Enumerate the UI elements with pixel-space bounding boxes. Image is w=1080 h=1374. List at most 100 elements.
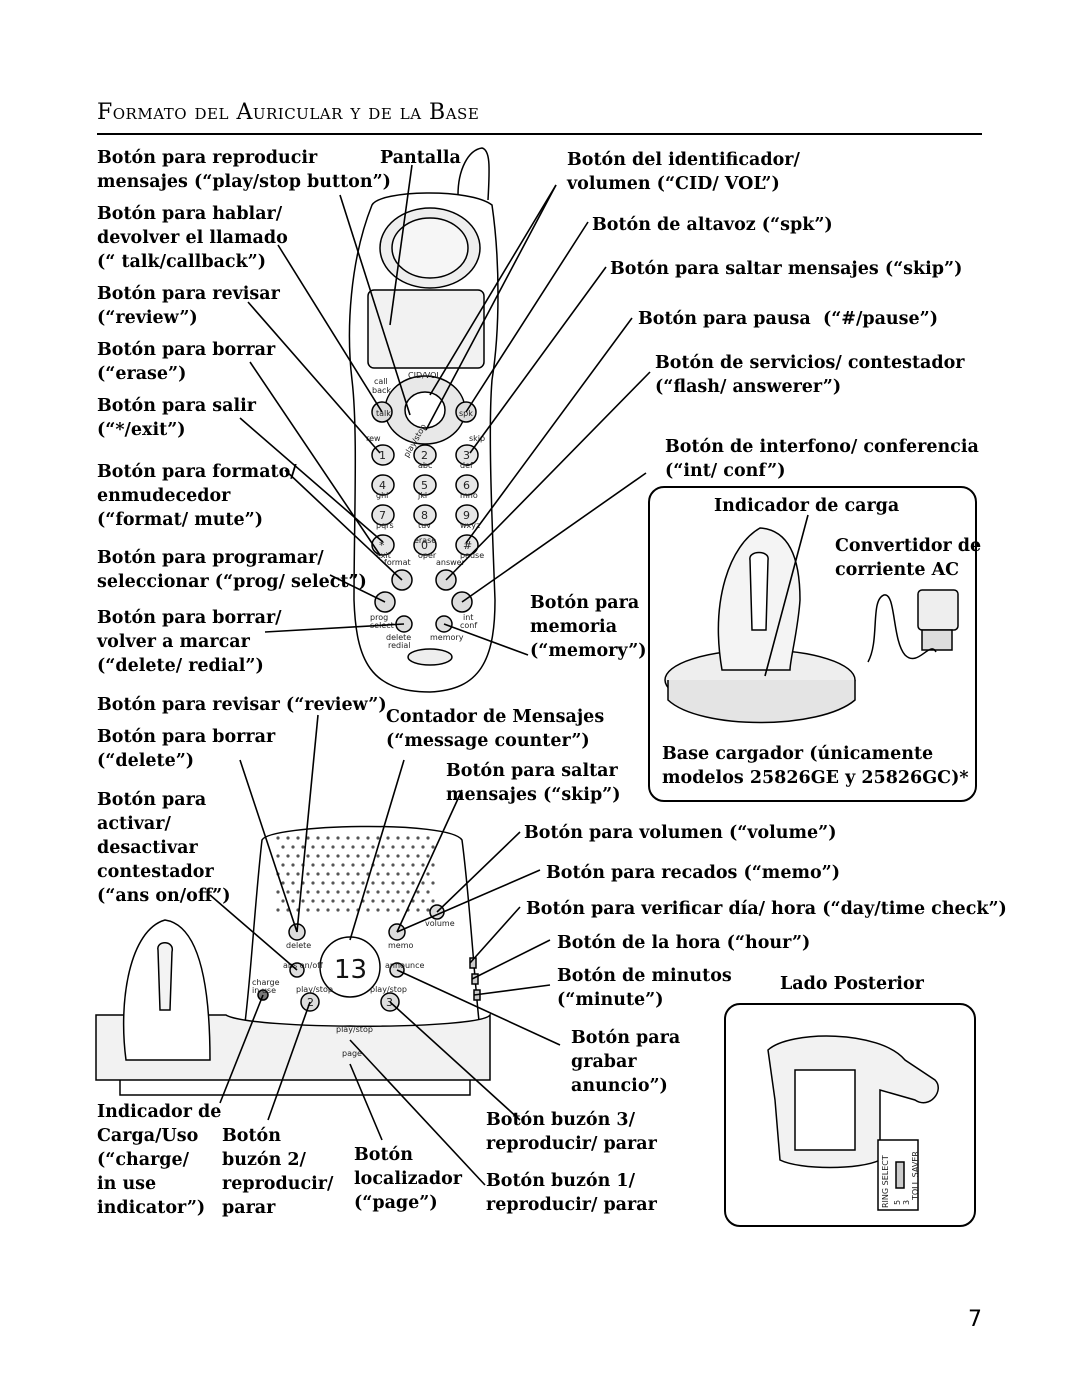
label-charger-caption: Base cargador (únicamente modelos 25826G… (662, 744, 969, 788)
charge-key-label: charge (252, 978, 280, 987)
grill-dot (356, 890, 360, 894)
grill-dot (276, 908, 280, 912)
grill-dot (286, 890, 290, 894)
grill-dot (396, 872, 400, 876)
keypad-key-0 (413, 534, 437, 556)
play-stop-2-label: play/stop (296, 985, 333, 994)
int-key-label: int (463, 613, 473, 622)
grill-dot (331, 845, 335, 849)
grill-dot (376, 908, 380, 912)
label-base-review: Botón para revisar (“review”) (97, 695, 387, 715)
grill-dot (321, 881, 325, 885)
grill-dot (311, 845, 315, 849)
talk-key-label: talk (376, 409, 391, 418)
keypad-key-9 (455, 504, 479, 526)
keypad-digit-4: 4 (379, 479, 386, 492)
grill-dot (321, 845, 325, 849)
label-charge-in-use: Indicador de Carga/Uso (“charge/ in use … (97, 1102, 222, 1218)
call-back-key-label: call (374, 377, 388, 386)
keypad-key-4 (371, 474, 395, 496)
grill-dot (416, 908, 420, 912)
grill-dot (336, 908, 340, 912)
grill-dot (421, 881, 425, 885)
title-rule (97, 133, 982, 135)
label-base-delete: Botón para borrar (“delete”) (97, 727, 276, 771)
grill-dot (416, 872, 420, 876)
grill-dot (346, 854, 350, 858)
page-key-label: page (342, 1049, 362, 1058)
volume-key-label: volume (425, 919, 455, 928)
grill-dot (411, 881, 415, 885)
label-mailbox2: Botón buzón 2/ reproducir/ parar (222, 1126, 334, 1218)
grill-dot (291, 899, 295, 903)
grill-dot (296, 872, 300, 876)
grill-dot (421, 845, 425, 849)
label-exit: Botón para salir (“*/exit”) (97, 396, 256, 440)
grill-dot (416, 854, 420, 858)
grill-dot (351, 899, 355, 903)
grill-dot (361, 881, 365, 885)
memo-key-label: memo (388, 941, 414, 950)
grill-dot (381, 863, 385, 867)
keypad-letters-*: exit (376, 551, 391, 560)
grill-dot (306, 854, 310, 858)
label-flash: Botón de servicios/ contestador (“flash/… (655, 353, 965, 397)
grill-dot (376, 872, 380, 876)
spk-key-label: spk (459, 409, 473, 418)
grill-dot (336, 872, 340, 876)
grill-dot (421, 899, 425, 903)
grill-dot (296, 836, 300, 840)
keypad-digit-#: # (463, 539, 472, 552)
grill-dot (381, 899, 385, 903)
grill-dot (411, 863, 415, 867)
keypad-digit-0: 0 (421, 539, 428, 552)
keypad-letters-7: pqrs (376, 521, 394, 530)
grill-dot (281, 899, 285, 903)
keypad-letters-3: def (460, 461, 473, 470)
grill-dot (406, 854, 410, 858)
label-talk: Botón para hablar/ devolver el llamado (… (97, 204, 288, 272)
grill-dot (421, 863, 425, 867)
grill-dot (386, 836, 390, 840)
keypad-key-6 (455, 474, 479, 496)
grill-dot (326, 908, 330, 912)
charger-base-frame (648, 486, 977, 802)
grill-dot (286, 836, 290, 840)
grill-dot (316, 908, 320, 912)
keypad-letters-5: jkl (417, 491, 427, 500)
grill-dot (386, 872, 390, 876)
skip-key-label: skip (469, 434, 485, 443)
keypad-digit-*: * (379, 539, 385, 552)
keypad-digit-3: 3 (463, 449, 470, 462)
label-spk: Botón de altavoz (“spk”) (592, 215, 833, 235)
rear-switch-labels: RING SELECT TOLL SAVER 5 3 (881, 1151, 920, 1208)
label-pause: Botón para pausa (“#/pause”) (638, 309, 938, 329)
grill-dot (401, 899, 405, 903)
announce-key-label: announce (385, 961, 424, 970)
delete-key-label: delete (286, 941, 311, 950)
grill-dot (276, 890, 280, 894)
grill-dot (306, 836, 310, 840)
keypad-letters-2: abc (418, 461, 432, 470)
answer-key-label: answer (436, 558, 466, 567)
grill-dot (396, 890, 400, 894)
grill-dot (306, 908, 310, 912)
keypad-digit-7: 7 (379, 509, 386, 522)
grill-dot (291, 845, 295, 849)
grill-dot (401, 845, 405, 849)
grill-dot (431, 899, 435, 903)
label-mailbox1: Botón buzón 1/ reproducir/ parar (486, 1171, 657, 1215)
grill-dot (426, 836, 430, 840)
grill-dot (371, 845, 375, 849)
label-prog: Botón para programar/ seleccionar (“prog… (97, 548, 367, 592)
keypad-key-2 (413, 444, 437, 466)
label-minute: Botón de minutos (“minute”) (557, 966, 732, 1010)
label-mailbox3: Botón buzón 3/ reproducir/ parar (486, 1110, 657, 1154)
grill-dot (331, 881, 335, 885)
keypad-letters-6: mno (460, 491, 478, 500)
label-volume: Botón para volumen (“volume”) (524, 823, 837, 843)
label-rear-side: Lado Posterior (780, 974, 924, 994)
grill-dot (326, 854, 330, 858)
